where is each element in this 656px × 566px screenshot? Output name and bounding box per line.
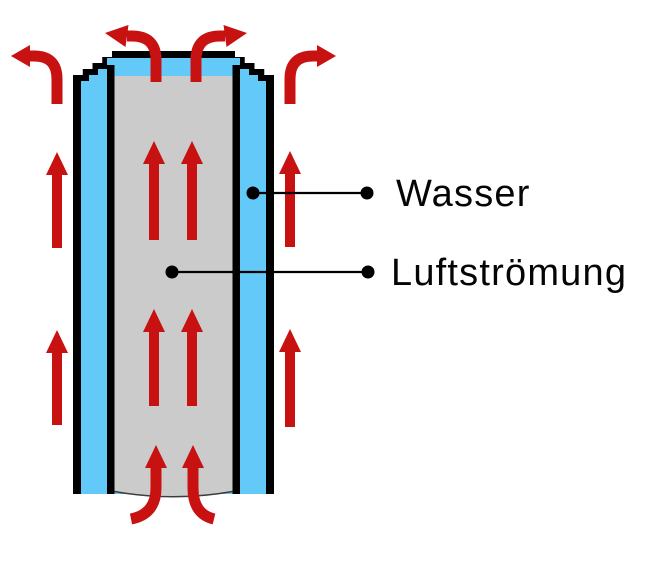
inner-upflow-arrow-icon: [181, 141, 203, 240]
outer-upflow-arrow-icon: [46, 330, 68, 425]
airflow-label: Luftströmung: [391, 252, 627, 294]
intake-curved-arrow-icon: [182, 445, 216, 525]
water-leader: [246, 186, 374, 200]
inner-wall-left: [107, 65, 115, 494]
chimney-exhaust-curved-arrow-icon: [190, 25, 247, 82]
outer-outflow-curved-arrow-icon: [11, 45, 63, 104]
water-label: Wasser: [396, 173, 531, 215]
air-column-bottom-arc: [114, 490, 233, 498]
water-anchor-dot: [246, 186, 260, 200]
inner-wall-right: [232, 65, 240, 494]
air-column: [114, 76, 233, 497]
outer-upflow-arrow-icon: [46, 152, 68, 248]
inner-upflow-arrow-icon: [181, 309, 203, 406]
intake-curved-arrow-icon: [129, 445, 167, 525]
inner-upflow-arrow-icon: [143, 309, 165, 406]
outer-upflow-arrow-icon: [279, 151, 301, 247]
inner-upflow-arrow-icon: [143, 141, 165, 240]
airflow-label-dot: [361, 265, 375, 279]
airflow-anchor-dot: [165, 265, 179, 279]
airflow-leader: [165, 265, 375, 279]
outer-outflow-curved-arrow-icon: [284, 45, 336, 104]
outer-upflow-arrow-icon: [279, 329, 301, 427]
water-label-dot: [360, 186, 374, 200]
chimney-exhaust-curved-arrow-icon: [105, 25, 162, 82]
